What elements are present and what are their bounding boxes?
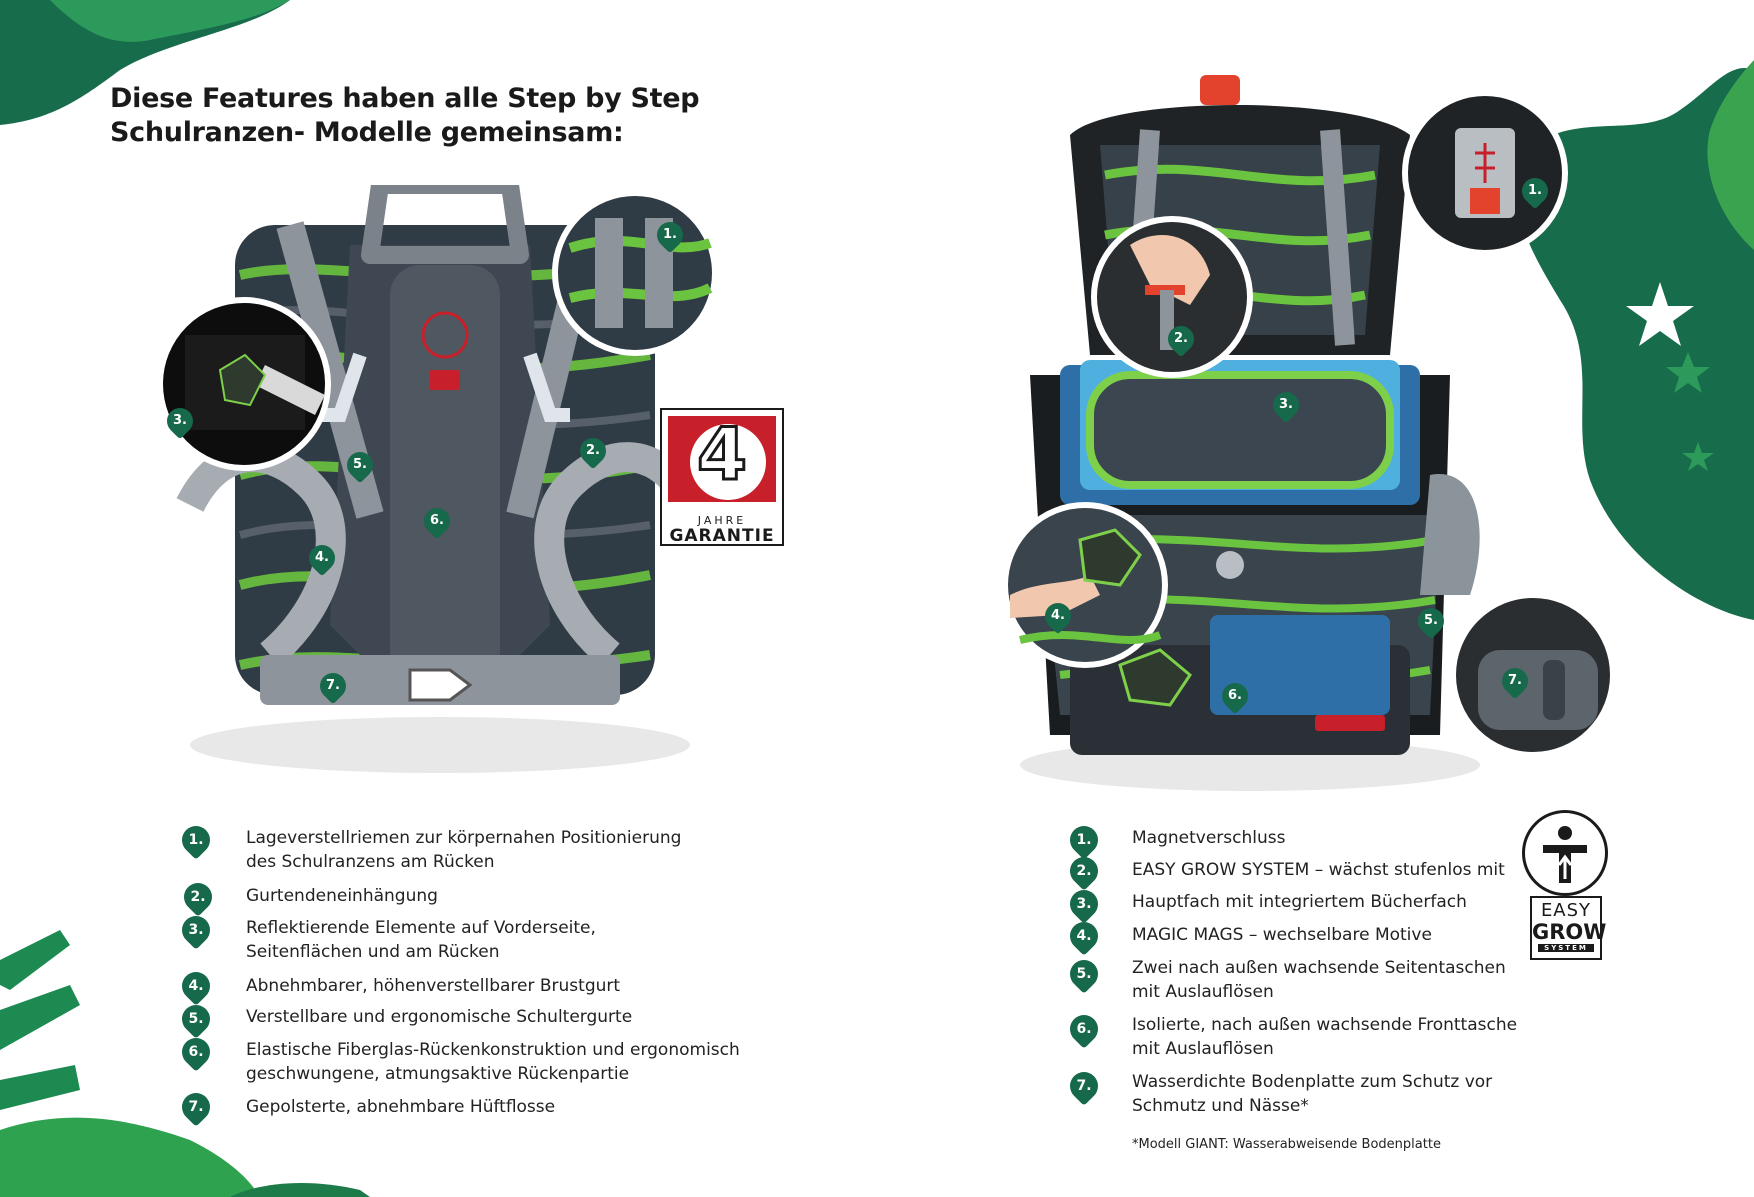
easy-grow-emblem-icon	[1522, 810, 1608, 896]
star-icon-small	[1682, 442, 1714, 471]
zoom-circle-bottom	[1450, 592, 1616, 758]
top-left-brush	[0, 0, 290, 125]
front-callout-4: 4.	[1039, 597, 1077, 635]
guarantee-years: 4	[695, 412, 748, 496]
guarantee-label: GARANTIE	[669, 526, 775, 546]
back-callout-6: 6.	[418, 502, 456, 540]
right-brush	[1517, 68, 1754, 621]
right-brush-light	[1707, 60, 1754, 250]
front-callout-3: 3.	[1267, 386, 1305, 424]
title-line-2: Schulranzen- Modelle gemeinsam:	[110, 117, 624, 148]
guarantee-label-small: JAHRE	[697, 514, 747, 527]
feature-text: Verstellbare und ergonomische Schultergu…	[246, 1007, 633, 1027]
easy-grow-grow: GROW	[1532, 920, 1607, 944]
back-callout-2: 2.	[574, 432, 612, 470]
front-callout-2: 2.	[1162, 320, 1200, 358]
feature-text: Lageverstellriemen zur körpernahen Posit…	[246, 828, 682, 848]
title-line-1: Diese Features haben alle Step by Step	[110, 83, 700, 114]
easy-grow-easy: EASY	[1540, 900, 1592, 921]
back-callout-7: 7.	[314, 667, 352, 705]
feature-text: Seitenflächen und am Rücken	[246, 942, 500, 962]
feature-text: MAGIC MAGS – wechselbare Motive	[1132, 925, 1432, 945]
left-chevron-3	[0, 1065, 80, 1110]
feature-text: Schmutz und Nässe*	[1132, 1096, 1309, 1116]
feature-text: Gurtendeneinhängung	[246, 886, 438, 906]
feature-text: Abnehmbarer, höhenverstellbarer Brustgur…	[246, 976, 621, 996]
top-left-brush-light	[50, 0, 290, 42]
feature-text: EASY GROW SYSTEM – wächst stufenlos mit	[1132, 860, 1505, 880]
star-icon-medium	[1666, 352, 1710, 393]
zoom-circle-magic-mags	[1002, 502, 1168, 668]
guarantee-badge: 4 JAHRE GARANTIE	[660, 408, 784, 546]
easy-grow-system-logo: EASY GROW SYSTEM	[1520, 810, 1612, 962]
backpack-back-view-image	[176, 185, 704, 773]
feature-text: Elastische Fiberglas-Rückenkonstruktion …	[246, 1040, 740, 1060]
feature-text: Wasserdichte Bodenplatte zum Schutz vor	[1132, 1072, 1493, 1092]
back-callout-3: 3.	[161, 402, 199, 440]
zoom-circle-strap	[552, 190, 718, 356]
feature-text: Zwei nach außen wachsende Seitentaschen	[1132, 958, 1506, 978]
feature-text: des Schulranzens am Rücken	[246, 852, 495, 872]
star-icon-large	[1626, 282, 1694, 346]
feature-text: Magnetverschluss	[1132, 828, 1286, 848]
easy-grow-system: SYSTEM	[1538, 944, 1594, 952]
back-callout-5: 5.	[341, 446, 379, 484]
bottom-left-brush-2	[230, 1182, 370, 1197]
front-callout-1: 1.	[1516, 172, 1554, 210]
left-chevron-2	[0, 985, 80, 1050]
easy-grow-wordmark: EASY GROW SYSTEM	[1530, 896, 1607, 960]
feature-text: geschwungene, atmungsaktive Rückenpartie	[246, 1064, 630, 1084]
back-callout-1: 1.	[651, 216, 689, 254]
feature-text: Gepolsterte, abnehmbare Hüftflosse	[246, 1097, 556, 1117]
zoom-circle-magnet	[1402, 90, 1568, 256]
feature-text: Reflektierende Elemente auf Vorderseite,	[246, 918, 596, 938]
guarantee-white-circle	[690, 424, 766, 500]
feature-text: Hauptfach mit integriertem Bücherfach	[1132, 892, 1467, 912]
front-callout-6: 6.	[1216, 677, 1254, 715]
zoom-circle-reflector	[157, 297, 331, 471]
feature-text: Isolierte, nach außen wachsende Fronttas…	[1132, 1015, 1518, 1035]
guarantee-red-square	[668, 416, 776, 502]
feature-text: mit Auslauflösen	[1132, 982, 1274, 1002]
back-callout-4: 4.	[303, 539, 341, 577]
page-title: Diese Features haben alle Step by Step S…	[110, 82, 730, 150]
feature-text: mit Auslauflösen	[1132, 1039, 1274, 1059]
left-chevron-1	[0, 930, 70, 990]
zoom-circle-easy-grow	[1091, 216, 1253, 378]
bottom-left-brush	[0, 1117, 260, 1197]
front-callout-5: 5.	[1412, 602, 1450, 640]
footnote: *Modell GIANT: Wasserabweisende Bodenpla…	[1132, 1137, 1441, 1152]
front-callout-7: 7.	[1496, 662, 1534, 700]
